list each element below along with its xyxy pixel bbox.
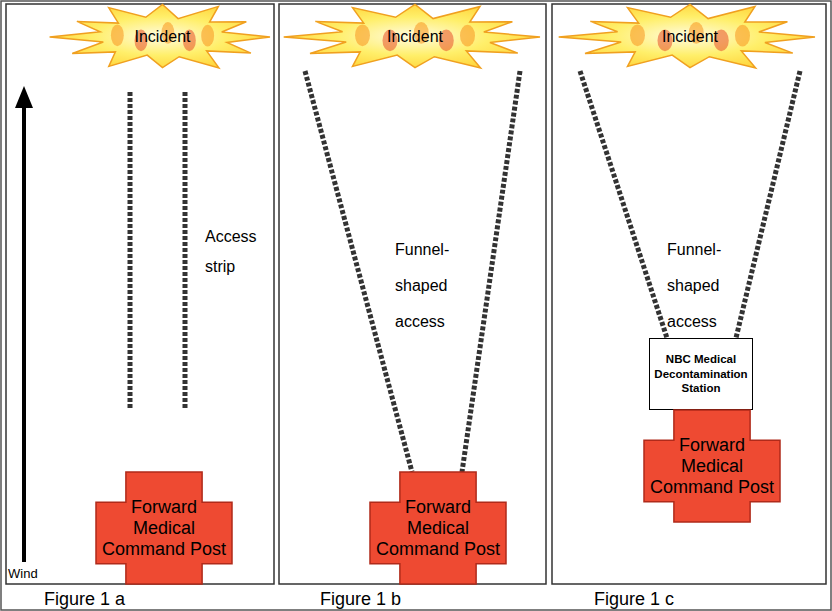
incident-burst: Incident: [565, 3, 815, 71]
post-text: Forward Medical Command Post: [374, 497, 502, 560]
panel-frame: [279, 4, 546, 584]
cross-outline: [644, 410, 780, 522]
flame-spot: [355, 24, 370, 46]
command-post-cross: Forward Medical Command Post: [370, 472, 506, 584]
post-text: Forward Medical Command Post: [100, 497, 228, 560]
panel-frame: [6, 4, 274, 584]
flame-spot: [201, 25, 214, 47]
funnel-boundary: [580, 71, 667, 338]
area-label: Funnel-shaped access: [395, 232, 475, 340]
funnel-boundary: [736, 71, 800, 338]
command-post-cross: Forward Medical Command Post: [96, 472, 232, 584]
wind-label: Wind: [8, 566, 48, 582]
flame-spot: [111, 24, 124, 46]
panel-frame: [552, 4, 826, 584]
flame-spot: [460, 25, 475, 47]
wind-arrow: [22, 102, 26, 562]
figure-caption: Figure 1 c: [594, 589, 704, 609]
figure-caption: Figure 1 a: [44, 589, 154, 609]
station-text: NBC Medical Decontamination Station: [653, 352, 749, 397]
area-label: Funnel-shaped access: [667, 232, 747, 340]
incident-text: Incident: [662, 27, 718, 46]
post-text: Forward Medical Command Post: [648, 435, 776, 498]
incident-burst: Incident: [55, 3, 270, 71]
funnel-boundary: [305, 71, 412, 472]
incident-text: Incident: [134, 27, 190, 46]
funnel-boundary: [462, 71, 520, 472]
area-label: Access strip: [205, 222, 267, 282]
burst-outline: [284, 4, 540, 68]
decontamination-station-box: NBC Medical Decontamination Station: [649, 338, 753, 410]
cross-outline: [370, 472, 506, 584]
flame-spot: [735, 25, 750, 47]
burst-outline: [50, 4, 270, 68]
cross-outline: [96, 472, 232, 584]
access-strip-line: [183, 92, 188, 410]
wind-arrowhead: [15, 86, 33, 108]
command-post-cross: Forward Medical Command Post: [644, 410, 780, 522]
incident-burst: Incident: [290, 3, 540, 71]
burst-outline: [559, 4, 815, 68]
access-strip-line: [128, 92, 133, 410]
incident-text: Incident: [387, 27, 443, 46]
figure-caption: Figure 1 b: [320, 589, 430, 609]
flame-spot: [630, 24, 645, 46]
